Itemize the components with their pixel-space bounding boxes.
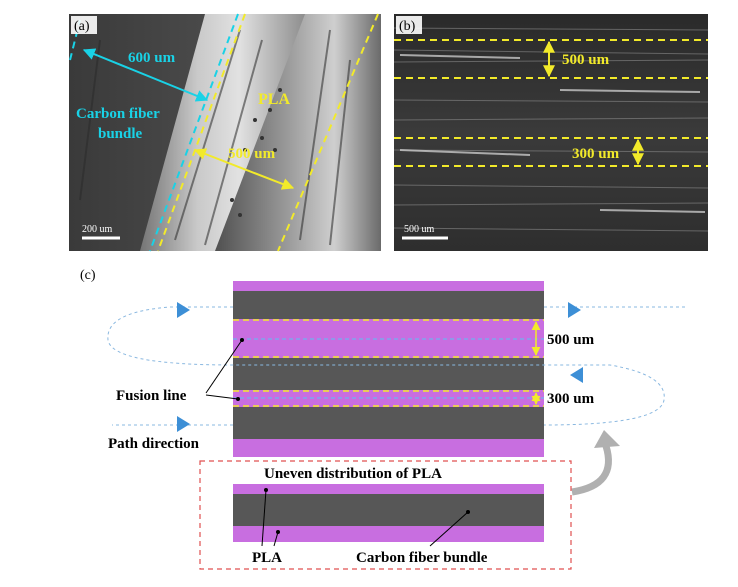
panel-a-tag: (a): [74, 19, 90, 34]
panel-c-tag: (c): [80, 268, 96, 283]
inset-carbon-label: Carbon fiber bundle: [356, 550, 488, 566]
panel-a-pla-label: PLA: [258, 91, 290, 108]
c-path-label: Path direction: [108, 436, 200, 452]
inset-carbon-pointer: [429, 511, 469, 547]
panel-a-yellow-edge-right: [277, 13, 379, 252]
curved-arrow-head: [594, 430, 620, 448]
panel-a-scale-label: 200 um: [82, 224, 113, 235]
carbon-layer-2: [233, 358, 544, 390]
path-arrow-1: [177, 302, 190, 318]
panel-b-scale-label: 500 um: [404, 224, 435, 235]
c-fusion-label: Fusion line: [116, 388, 187, 404]
panel-b-lower-label: 300 um: [572, 146, 620, 162]
path-direction-loop: [107, 306, 685, 426]
pla-layer-top: [233, 281, 544, 291]
panel-b-highlights: [399, 54, 706, 213]
panel-b: 500 um 300 um 500 um (b): [393, 14, 709, 251]
panel-a-pla-band: [140, 14, 305, 251]
panel-a-carbon-label-1: Carbon fiber: [76, 106, 160, 122]
panel-b-upper-label: 500 um: [562, 52, 610, 68]
c-dim-upper: 500 um: [547, 332, 595, 348]
path-arrow-2: [568, 302, 581, 318]
c-dim-lower: 300 um: [547, 391, 595, 407]
panel-b-tag: (b): [399, 19, 416, 34]
inset-pla-pointer-1: [261, 489, 267, 547]
panel-b-micrograph: [394, 14, 708, 251]
panel-c: (c) 500 um 300 um Fusion line: [80, 268, 685, 570]
inset-box: [199, 460, 572, 570]
fusion-pointer-1: [205, 339, 243, 394]
panel-a-pla-width-label: 500 um: [228, 146, 276, 162]
carbon-layer-1: [233, 291, 544, 319]
inset-pla-bottom: [233, 526, 544, 542]
pla-layer-bottom: [233, 439, 544, 457]
fusion-pointer-2: [205, 394, 239, 400]
inset-title: Uneven distribution of PLA: [264, 466, 442, 482]
panel-a-600-arrow: [82, 48, 209, 102]
panel-a-500-arrow: [193, 148, 295, 190]
panel-a-carbon-label-2: bundle: [98, 126, 143, 142]
inset-pla-top: [233, 484, 544, 494]
panel-a-width-label: 600 um: [128, 50, 176, 66]
path-arrow-4: [177, 416, 190, 432]
inset-pla-label: PLA: [252, 550, 282, 566]
path-arrow-3: [570, 367, 583, 383]
panel-a-yellow-edge-left: [157, 13, 246, 252]
inset-carbon: [233, 494, 544, 526]
carbon-layer-3: [233, 407, 544, 439]
inset-pla-pointer-2: [273, 531, 279, 547]
panel-a-cyan-edge-left: [69, 19, 81, 61]
panel-a: 200 um (a) 600 um Carbon fiber bundle PL…: [69, 13, 381, 252]
curved-arrow-shaft: [571, 444, 612, 496]
panel-a-cyan-edge-right: [149, 13, 239, 252]
